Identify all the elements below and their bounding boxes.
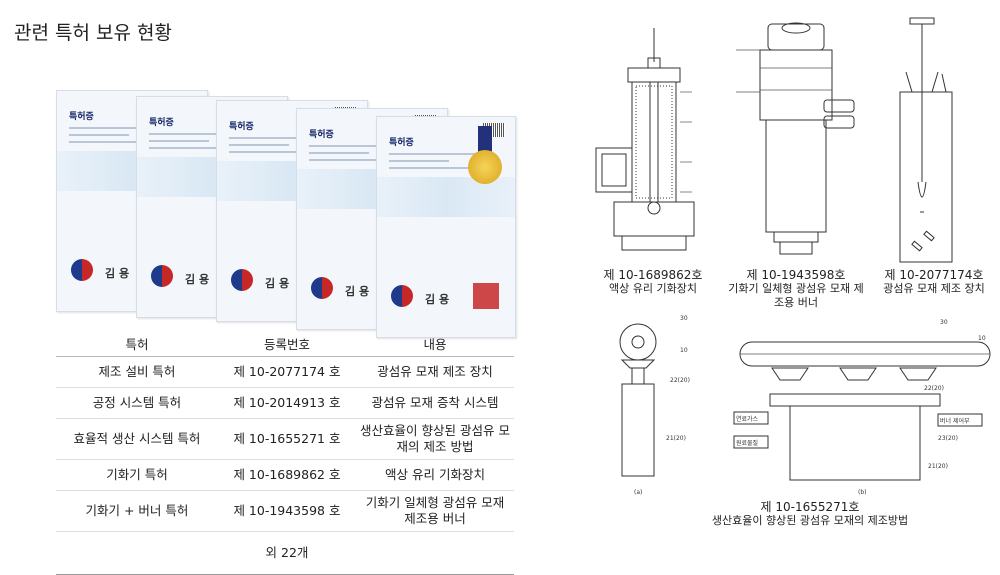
label-30-b: 30 bbox=[940, 319, 948, 326]
figure-title: 생산효율이 향상된 광섬유 모재의 제조방법 bbox=[711, 514, 909, 527]
patent-content: 기화기 일체형 광섬유 모재 제조용 버너 bbox=[356, 490, 514, 532]
column-header: 내용 bbox=[356, 330, 514, 357]
patent-number: 제 10-2014913 호 bbox=[217, 387, 356, 419]
figure-number: 제 10-1943598호 bbox=[746, 268, 846, 282]
kipo-logo-icon bbox=[231, 269, 253, 291]
certificate-head: 특허증 bbox=[229, 122, 254, 132]
patent-type: 공정 시스템 특허 bbox=[56, 387, 218, 419]
patent-content: 광섬유 모재 증착 시스템 bbox=[356, 387, 514, 419]
table-row: 제조 설비 특허 제 10-2077174 호 광섬유 모재 제조 장치 bbox=[56, 356, 514, 388]
signature: 김 용 bbox=[425, 293, 450, 306]
medal-ribbon-icon bbox=[478, 126, 492, 154]
patent-content: 액상 유리 기화장치 bbox=[356, 459, 514, 491]
patent-content: 광섬유 모재 제조 장치 bbox=[356, 356, 514, 388]
column-header: 특허 bbox=[56, 330, 218, 357]
kipo-logo-icon bbox=[391, 285, 413, 307]
figure-title: 기화기 일체형 광섬유 모재 제조용 버너 bbox=[728, 282, 864, 309]
patent-type: 제조 설비 특허 bbox=[56, 356, 218, 388]
seal-icon bbox=[473, 283, 499, 309]
medal-icon bbox=[468, 150, 502, 184]
table-row: 기화기 + 버너 특허 제 10-1943598 호 기화기 일체형 광섬유 모… bbox=[56, 490, 514, 532]
label-22-b: 22(20) bbox=[924, 385, 944, 392]
label-21-b: 21(20) bbox=[928, 463, 948, 470]
certificate-head: 특허증 bbox=[389, 138, 414, 148]
label-10-b: 10 bbox=[978, 335, 986, 342]
figure-title: 광섬유 모재 제조 장치 bbox=[883, 282, 985, 295]
preform-apparatus-drawing bbox=[899, 17, 953, 263]
patent-type: 효율적 생산 시스템 특허 bbox=[56, 418, 218, 460]
table-row: 효율적 생산 시스템 특허 제 10-1655271 호 생산효율이 향상된 광… bbox=[56, 418, 514, 460]
vaporizer-drawing bbox=[595, 28, 695, 251]
label-30-a: 30 bbox=[680, 315, 688, 322]
figure-number: 제 10-1689862호 bbox=[603, 268, 703, 282]
label-22-a: 22(20) bbox=[670, 377, 690, 384]
signature: 김 용 bbox=[105, 267, 130, 280]
label-a: (a) bbox=[634, 489, 642, 496]
certificate: 특허증 김 용 bbox=[376, 116, 516, 338]
patent-table: 특허 등록번호 내용 제조 설비 특허 제 10-2077174 호 광섬유 모… bbox=[56, 330, 514, 575]
table-row: 기화기 특허 제 10-1689862 호 액상 유리 기화장치 bbox=[56, 459, 514, 491]
box-raw-material: 원료물질 bbox=[736, 439, 758, 447]
production-method-drawing: 30 10 22(20) 21(20) (a) 연료가스 원료물질 버너 제어부… bbox=[619, 315, 991, 496]
patent-type: 기화기 특허 bbox=[56, 459, 218, 491]
table-row-more: 외 22개 bbox=[56, 531, 514, 575]
kipo-logo-icon bbox=[151, 265, 173, 287]
patent-content: 생산효율이 향상된 광섬유 모재의 제조 방법 bbox=[356, 418, 514, 460]
burner-drawing bbox=[736, 22, 855, 255]
certificate-head: 특허증 bbox=[149, 118, 174, 128]
certificate-head: 특허증 bbox=[309, 130, 334, 140]
label-21-a: 21(20) bbox=[666, 435, 686, 442]
patent-number: 제 10-1689862 호 bbox=[217, 459, 356, 491]
kipo-logo-icon bbox=[311, 277, 333, 299]
box-fuel-gas: 연료가스 bbox=[736, 415, 759, 423]
patent-type: 기화기 + 버너 특허 bbox=[56, 490, 218, 532]
label-23: 23(20) bbox=[938, 435, 958, 442]
label-10-a: 10 bbox=[680, 347, 688, 354]
patent-number: 제 10-1943598 호 bbox=[217, 490, 356, 532]
certificate-head: 특허증 bbox=[69, 112, 94, 122]
patent-number: 제 10-1655271 호 bbox=[217, 418, 356, 460]
column-header: 등록번호 bbox=[217, 330, 356, 357]
figure-caption: 제 10-1689862호 액상 유리 기화장치 bbox=[588, 268, 718, 296]
patent-number: 제 10-2077174 호 bbox=[217, 356, 356, 388]
figure-caption: 제 10-1655271호 생산효율이 향상된 광섬유 모재의 제조방법 bbox=[660, 500, 960, 528]
page-title: 관련 특허 보유 현황 bbox=[14, 22, 172, 44]
label-b: (b) bbox=[858, 489, 867, 496]
figure-number: 제 10-1655271호 bbox=[760, 500, 860, 514]
figure-number: 제 10-2077174호 bbox=[884, 268, 984, 282]
figure-caption: 제 10-1943598호 기화기 일체형 광섬유 모재 제조용 버너 bbox=[726, 268, 866, 310]
signature: 김 용 bbox=[265, 277, 290, 290]
more-count: 외 22개 bbox=[217, 531, 356, 575]
kipo-logo-icon bbox=[71, 259, 93, 281]
signature: 김 용 bbox=[185, 273, 210, 286]
box-burner-control: 버너 제어부 bbox=[940, 417, 970, 425]
figure-title: 액상 유리 기화장치 bbox=[609, 282, 697, 295]
signature: 김 용 bbox=[345, 285, 370, 298]
table-row: 공정 시스템 특허 제 10-2014913 호 광섬유 모재 증착 시스템 bbox=[56, 387, 514, 419]
figure-caption: 제 10-2077174호 광섬유 모재 제조 장치 bbox=[868, 268, 1000, 296]
